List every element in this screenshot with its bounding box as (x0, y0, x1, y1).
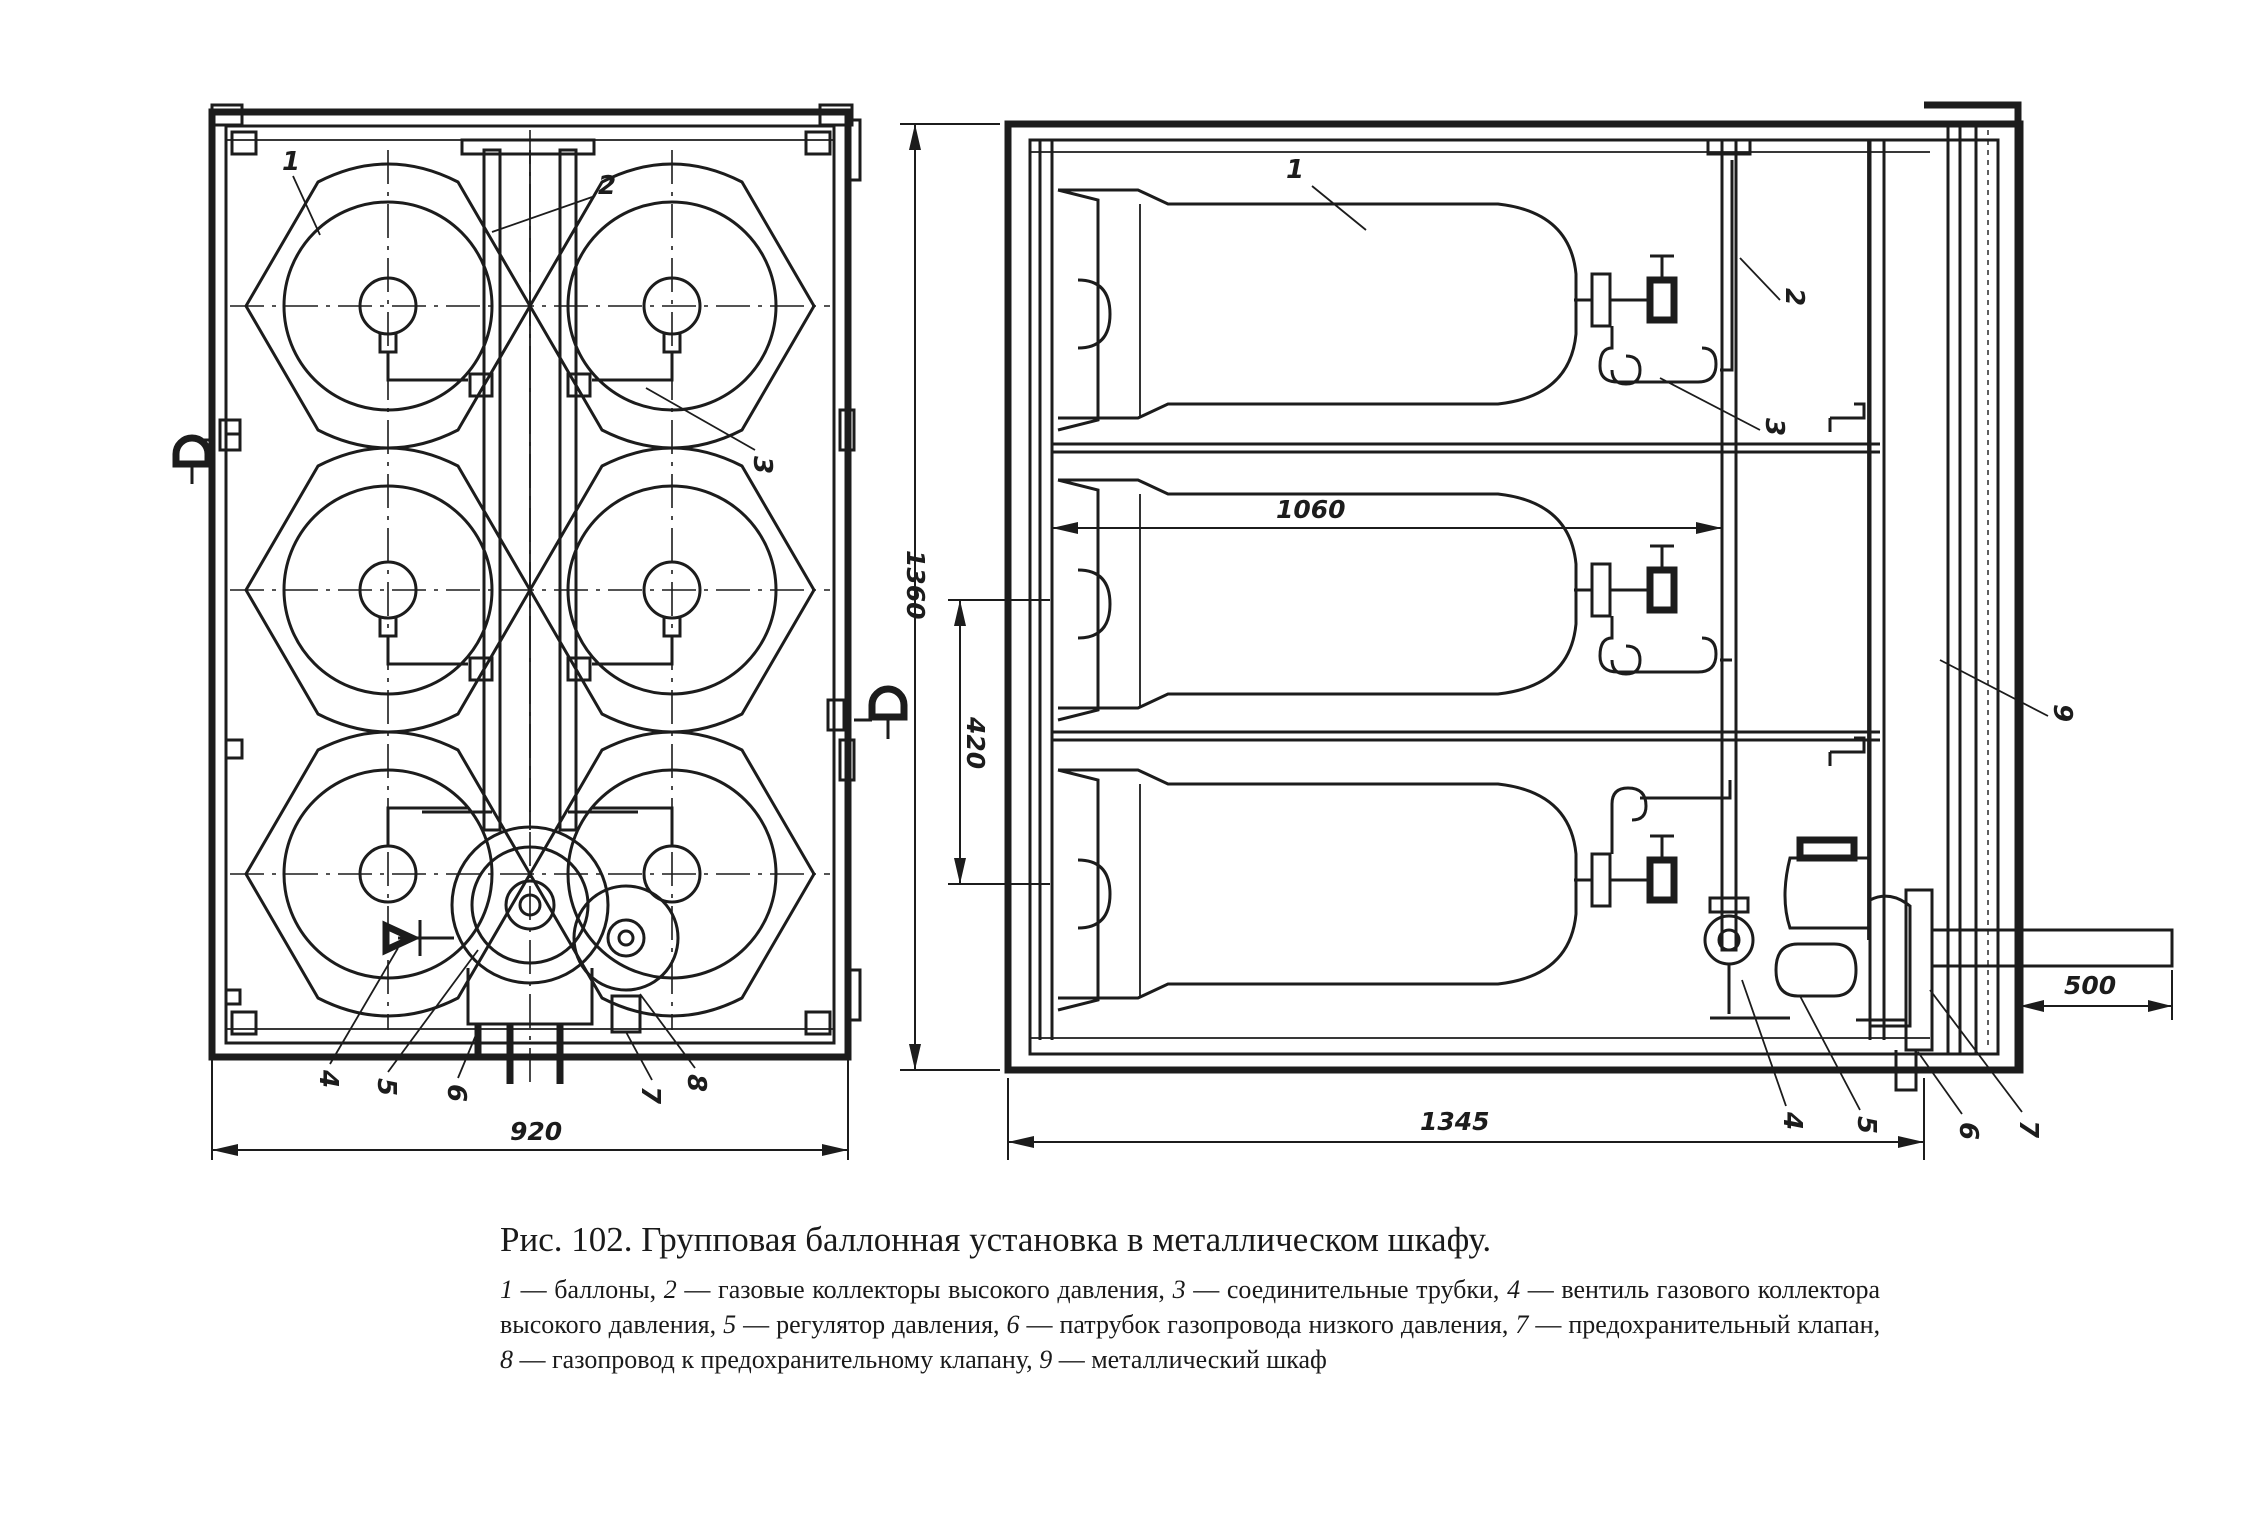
shelves (1052, 402, 1880, 766)
legend-item: 3 — соединительные трубки, (1172, 1275, 1500, 1304)
cylinder-plan (528, 162, 816, 450)
dimension-outlet-label: 500 (2064, 971, 2116, 1000)
figure-caption: Рис. 102. Групповая баллонная установка … (500, 1218, 1880, 1377)
side-callout-9: 9 (2047, 704, 2077, 722)
dimension-cylinder-label: 1060 (1276, 495, 1346, 524)
callout-6: 6 (441, 1084, 471, 1102)
dimension-cylinder: 1060 (1052, 495, 1722, 534)
dimension-spacing: 420 (948, 599, 1050, 885)
manifold-plan (422, 138, 638, 832)
callout-8: 8 (681, 1074, 711, 1092)
technical-drawing: 1 2 3 4 5 6 7 8 920 (172, 101, 2174, 1160)
legend-item: 2 — газовые коллекторы высокого давления… (663, 1275, 1165, 1304)
cylinder-side (1057, 768, 1732, 1012)
plan-callouts: 1 2 3 4 5 6 7 8 (282, 147, 777, 1105)
caption-title: Рис. 102. Групповая баллонная установка … (500, 1220, 1492, 1259)
cylinder-side (1057, 478, 1732, 722)
regulator-plan (382, 825, 680, 1084)
callout-5: 5 (371, 1078, 401, 1096)
side-callout-2: 2 (1779, 288, 1809, 306)
dimension-outlet: 500 (2020, 970, 2173, 1020)
cylinder-plan-grid (244, 162, 816, 1018)
dimension-width: 920 (211, 1060, 849, 1160)
legend-item: 5 — регулятор давления, (723, 1310, 1000, 1339)
side-callout-5: 5 (1851, 1116, 1881, 1134)
dimension-height-label: 1360 (901, 550, 930, 620)
callout-4: 4 (313, 1069, 343, 1088)
dimension-height: 1360 (900, 123, 1000, 1071)
cylinder-plan (528, 446, 816, 734)
side-callout-4: 4 (1777, 1111, 1807, 1130)
callout-3: 3 (747, 456, 777, 474)
legend-item: 4 — вентиль газового коллектора высокого… (500, 1275, 1881, 1339)
callout-7: 7 (635, 1086, 665, 1105)
callout-1: 1 (282, 147, 300, 177)
cylinders-side (1057, 160, 1734, 1012)
side-callouts: 1 2 3 4 5 6 7 9 (1286, 155, 2077, 1140)
dimension-spacing-label: 420 (961, 716, 990, 769)
side-view: 1 2 3 4 5 6 7 9 1360 420 (900, 101, 2174, 1160)
callout-2: 2 (598, 171, 616, 201)
legend-item: 6 — патрубок газопровода низкого давлени… (1006, 1310, 1509, 1339)
legend-item: 8 — газопровод к предохранительному клап… (500, 1345, 1033, 1374)
legend-item: 7 — предохранительный клапан, (1515, 1310, 1881, 1339)
dimension-length-label: 1345 (1420, 1107, 1490, 1136)
side-callout-1: 1 (1286, 155, 1304, 185)
caption-legend: 1 — баллоны, 2 — газовые коллекторы высо… (500, 1272, 1880, 1377)
side-leaders (1311, 185, 2049, 1115)
cabinet-side (1004, 101, 2024, 1074)
regulator-side (1703, 836, 2174, 1092)
dimension-length: 1345 (1007, 1078, 1925, 1160)
side-callout-7: 7 (2013, 1120, 2043, 1139)
side-callout-3: 3 (1759, 418, 1789, 436)
plan-leaders (292, 175, 756, 1081)
cylinder-side (1057, 160, 1734, 432)
dimension-width-label: 920 (510, 1117, 562, 1146)
side-callout-6: 6 (1953, 1122, 1983, 1140)
legend-item: 1 — баллоны, (500, 1275, 657, 1304)
legend-item: 9 — металлический шкаф (1039, 1345, 1327, 1374)
plan-view: 1 2 3 4 5 6 7 8 920 (172, 103, 908, 1160)
